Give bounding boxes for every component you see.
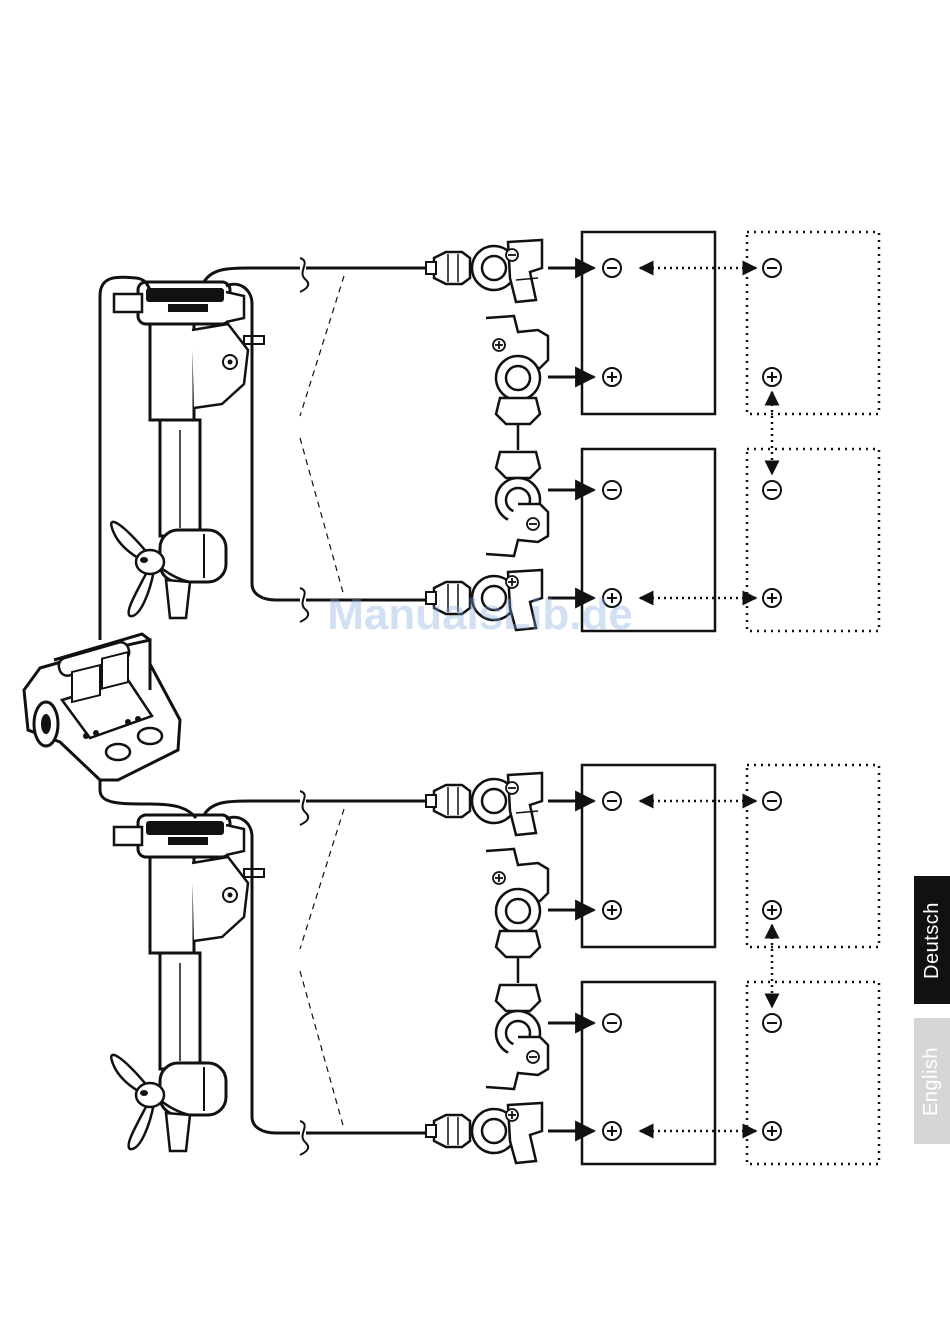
lower-motor-wiring [111, 765, 879, 1164]
tab-english[interactable]: English [914, 1018, 950, 1144]
tab-deutsch-label: Deutsch [921, 902, 944, 979]
upper-motor-wiring [111, 232, 879, 631]
tab-deutsch[interactable]: Deutsch [914, 876, 950, 1004]
remote-throttle-icon [24, 634, 180, 780]
tab-english-label: English [921, 1046, 944, 1115]
